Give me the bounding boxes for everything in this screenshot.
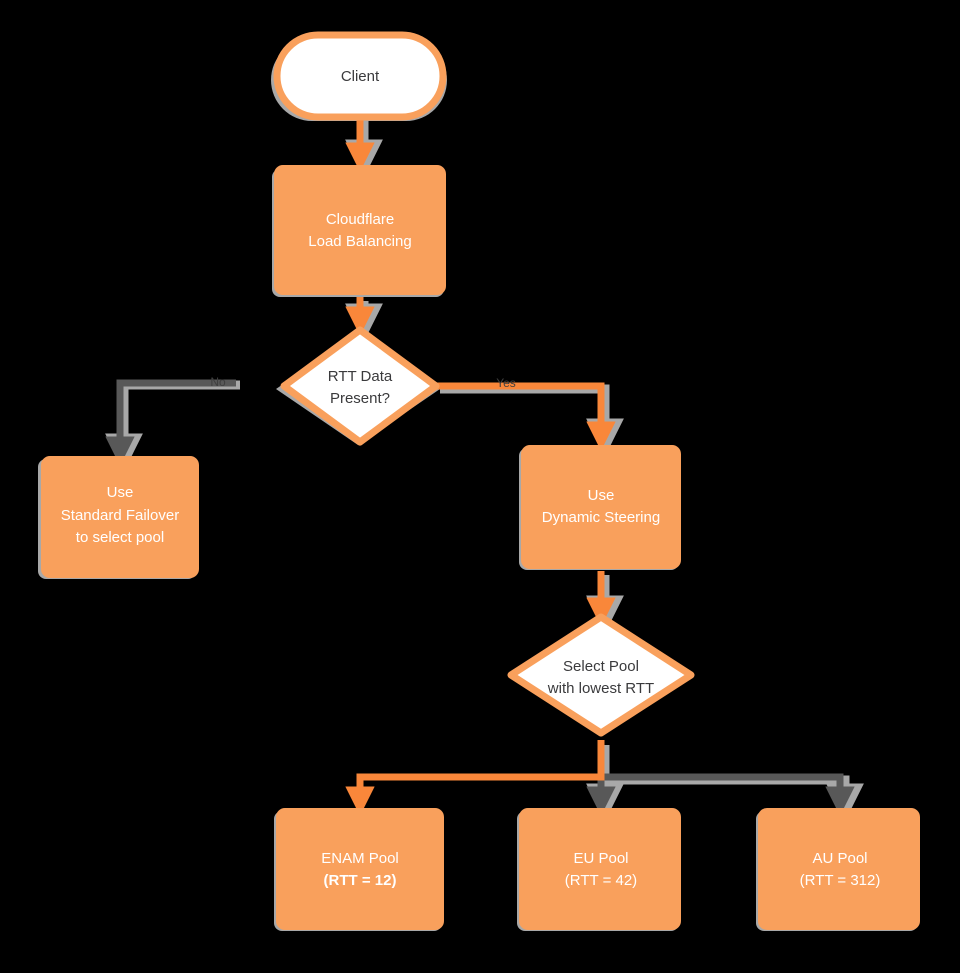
node-standard-failover-line-1: Standard Failover	[61, 507, 179, 524]
node-rtt-data-present[interactable]: RTT Data Present?	[280, 326, 440, 446]
node-select-pool[interactable]: Select Pool with lowest RTT	[507, 613, 695, 737]
edge-rtt-dynamic	[436, 382, 616, 451]
edge-shadow-select-au	[605, 775, 864, 822]
node-cloudflare-load-balancing[interactable]: Cloudflare Load Balancing	[274, 165, 446, 295]
node-dynamic-steering[interactable]: Use Dynamic Steering	[521, 445, 681, 569]
node-select-pool-line-1: with lowest RTT	[547, 680, 654, 697]
node-dynamic-steering-line-0: Use	[588, 487, 615, 504]
node-clb-line-0: Cloudflare	[326, 211, 394, 228]
node-rtt-present-shape[interactable]	[280, 326, 440, 446]
edge-layer	[105, 116, 855, 816]
edge-label-layer: No Yes	[210, 375, 515, 390]
node-enam-pool-line-1: (RTT = 12)	[324, 872, 397, 889]
node-client-shape[interactable]	[273, 31, 447, 121]
node-select-pool-shape[interactable]	[507, 613, 695, 737]
node-enam-pool-line-0: ENAM Pool	[321, 850, 399, 867]
node-enam-pool-shape[interactable]	[276, 808, 444, 930]
node-au-pool-shape[interactable]	[758, 808, 920, 930]
edge-label-yes: Yes	[496, 376, 516, 390]
node-standard-failover-line-2: to select pool	[76, 529, 164, 546]
node-au-pool[interactable]: AU Pool (RTT = 312)	[758, 808, 920, 930]
node-client[interactable]: Client	[273, 31, 447, 121]
node-eu-pool-shape[interactable]	[519, 808, 681, 930]
node-standard-failover[interactable]: Use Standard Failover to select pool	[41, 456, 199, 578]
node-standard-failover-line-0: Use	[107, 484, 134, 501]
node-enam-pool[interactable]: ENAM Pool (RTT = 12)	[276, 808, 444, 930]
node-clb-shape[interactable]	[274, 165, 446, 295]
node-standard-failover-shape[interactable]	[41, 456, 199, 578]
node-rtt-present-line-1: Present?	[330, 390, 390, 407]
node-clb-line-1: Load Balancing	[308, 233, 411, 250]
node-au-pool-line-1: (RTT = 312)	[800, 872, 881, 889]
edge-shadow-rtt-failover	[105, 380, 240, 472]
edge-shadow-rtt-dynamic	[440, 384, 624, 457]
edge-select-enam	[345, 740, 605, 816]
node-select-pool-line-0: Select Pool	[563, 658, 639, 675]
edge-rtt-failover	[105, 379, 236, 466]
node-rtt-present-line-0: RTT Data	[328, 368, 393, 385]
edge-label-no: No	[210, 375, 226, 389]
node-eu-pool-line-0: EU Pool	[573, 850, 628, 867]
edge-select-au	[601, 773, 855, 816]
edge-shadow-layer	[105, 118, 864, 822]
node-au-pool-line-0: AU Pool	[812, 850, 867, 867]
node-dynamic-steering-line-1: Dynamic Steering	[542, 509, 660, 526]
node-dynamic-steering-shape[interactable]	[521, 445, 681, 569]
node-eu-pool-line-1: (RTT = 42)	[565, 872, 637, 889]
node-eu-pool[interactable]: EU Pool (RTT = 42)	[519, 808, 681, 930]
node-client-line-0: Client	[341, 68, 380, 85]
